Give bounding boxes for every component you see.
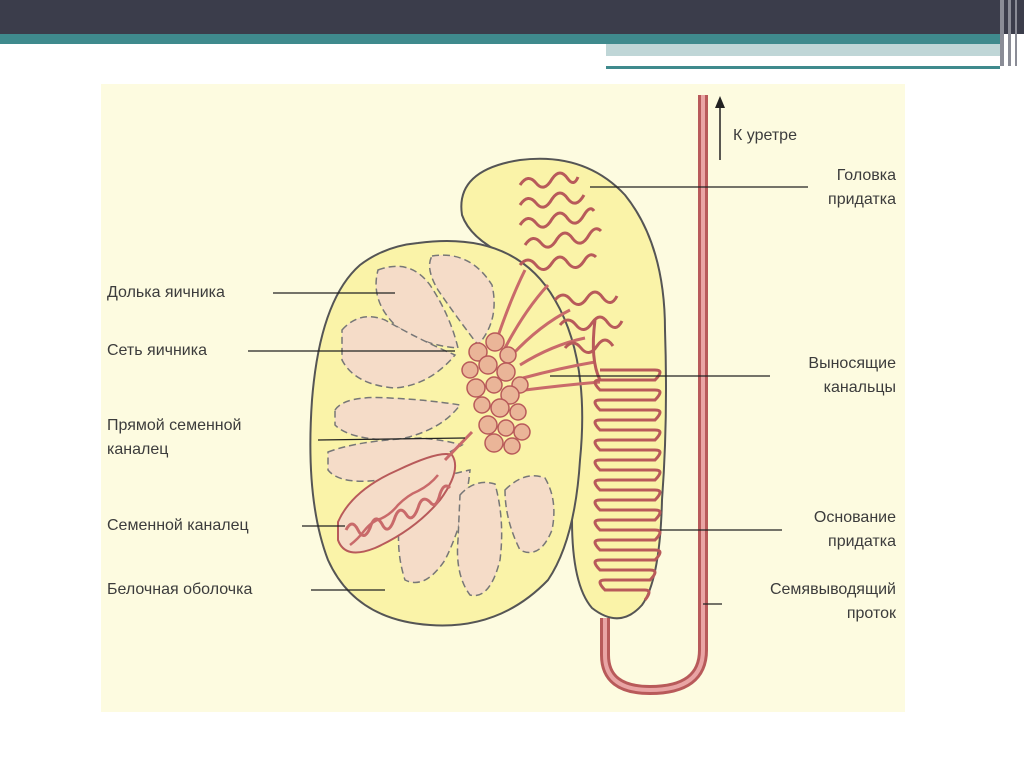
slide-edge-stripe xyxy=(1015,0,1017,66)
label-efferent-ducts-1: Выносящие xyxy=(808,355,896,372)
testis-lobules xyxy=(327,254,555,597)
straight-tubule xyxy=(443,430,474,462)
label-epididymis-head-2: придатка xyxy=(828,191,896,208)
slide-edge-stripe xyxy=(1000,0,1004,66)
label-straight-tubule-2: каналец xyxy=(107,441,169,458)
label-rete-testis: Сеть яичника xyxy=(107,342,207,359)
label-epididymis-base-1: Основание xyxy=(813,509,896,526)
label-testis-lobule: Долька яичника xyxy=(107,284,225,301)
label-vas-deferens-2: проток xyxy=(846,605,896,622)
slide-accent-box xyxy=(606,44,1000,69)
label-epididymis-head-1: Головка xyxy=(836,167,896,184)
label-seminiferous-tubule: Семенной каналец xyxy=(107,517,249,534)
slide-edge-stripe xyxy=(1008,0,1011,66)
label-to-urethra: К уретре xyxy=(733,127,797,144)
epididymis-body-coils xyxy=(593,368,662,601)
rete-testis xyxy=(461,332,531,455)
slide-accent-stripe xyxy=(0,34,1000,44)
label-straight-tubule-1: Прямой семенной xyxy=(107,417,242,434)
label-efferent-ducts-2: канальцы xyxy=(823,379,896,396)
label-vas-deferens-1: Семявыводящий xyxy=(769,581,896,598)
label-tunica-albuginea: Белочная оболочка xyxy=(107,581,253,598)
label-epididymis-base-2: придатка xyxy=(828,533,896,550)
epididymis-head-coils xyxy=(518,171,624,354)
slide-header-bar xyxy=(0,0,1024,34)
slide-accent-light xyxy=(606,44,1000,56)
arrow-head xyxy=(715,96,725,108)
leader-lines xyxy=(248,186,808,605)
